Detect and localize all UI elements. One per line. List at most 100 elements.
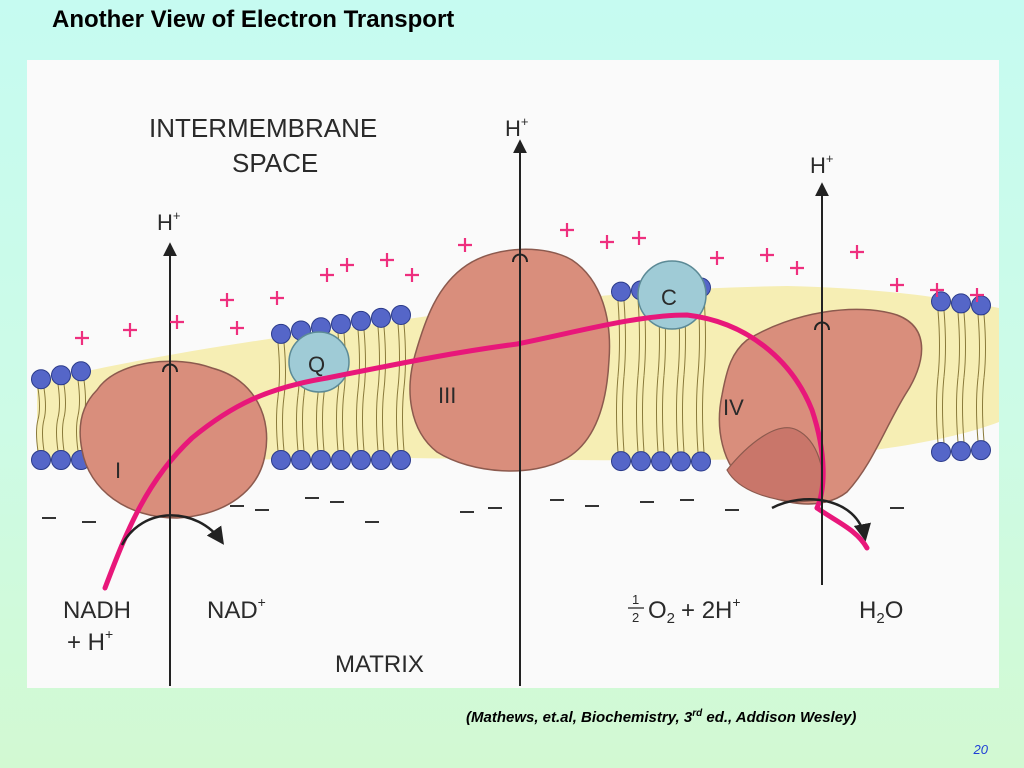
- negative-charges: [42, 497, 904, 523]
- lipid-head: [51, 365, 71, 386]
- lipid-head: [611, 451, 631, 472]
- intermembrane-label-line1: INTERMEMBRANE: [149, 113, 377, 143]
- positive-charge: [230, 321, 244, 335]
- lipid-tail: [962, 377, 965, 443]
- complex-iii-label: III: [438, 383, 456, 408]
- source-citation: (Mathews, et.al, Biochemistry, 3rd ed., …: [466, 708, 857, 726]
- positive-charge: [970, 288, 984, 302]
- lipid-tail: [282, 396, 285, 452]
- lipid-tail: [977, 314, 980, 378]
- lipid-tail: [77, 380, 80, 416]
- lipid-tail: [662, 375, 665, 453]
- lipid-tail: [342, 391, 345, 452]
- lower-lipid-heads: [31, 440, 991, 472]
- lipid-tail: [316, 393, 319, 452]
- lipid-tail: [62, 417, 65, 452]
- lipid-head: [931, 291, 951, 312]
- positive-charge: [600, 235, 614, 249]
- lipid-head: [331, 450, 351, 470]
- proton-label-complex-i: H+: [157, 208, 180, 235]
- positive-charge: [850, 245, 864, 259]
- lipid-head: [351, 450, 371, 470]
- lipid-tail: [37, 388, 40, 420]
- lipid-head: [371, 307, 391, 328]
- lipid-head: [391, 450, 411, 470]
- positive-charge: [710, 251, 724, 265]
- lipid-head: [951, 293, 971, 314]
- complex-iv-label: IV: [723, 395, 744, 420]
- proton-label-complex-iv: H+: [810, 151, 833, 178]
- lipid-tail: [943, 310, 946, 377]
- slide-title: Another View of Electron Transport: [52, 6, 455, 33]
- lipid-head: [271, 450, 291, 470]
- lipid-tail: [656, 375, 659, 453]
- lipid-tail: [277, 342, 280, 398]
- positive-charge: [930, 283, 944, 297]
- lipid-tail: [396, 387, 399, 452]
- electron-path: [102, 312, 826, 591]
- lipid-tail: [957, 312, 960, 378]
- lipid-tail: [956, 377, 959, 443]
- lipid-tail: [63, 384, 66, 418]
- lipid-head: [271, 323, 291, 344]
- lipid-tail: [36, 419, 39, 452]
- lipid-tail: [403, 323, 406, 388]
- positive-charge: [760, 248, 774, 262]
- complex-i-shape: [79, 360, 268, 519]
- lipid-tail: [696, 374, 699, 453]
- lipid-tail: [383, 326, 386, 389]
- carrier-c-label: C: [661, 285, 677, 310]
- lipid-tail: [617, 300, 620, 377]
- lipid-head: [951, 441, 971, 462]
- lipid-head: [31, 450, 51, 470]
- lipid-tail: [983, 314, 986, 378]
- matrix-label: MATRIX: [335, 651, 424, 678]
- lipid-head: [391, 304, 411, 325]
- positive-charge: [75, 331, 89, 345]
- lipid-tail: [362, 390, 365, 452]
- lipid-head: [331, 313, 351, 334]
- lipid-tail: [942, 376, 945, 444]
- lipid-tail: [702, 374, 705, 453]
- lipid-head: [971, 295, 991, 316]
- lipid-head: [691, 451, 711, 472]
- lipid-tail: [397, 323, 400, 388]
- page-number: 20: [973, 742, 988, 757]
- lipid-head: [31, 369, 51, 390]
- positive-charge: [340, 258, 354, 272]
- positive-charge: [405, 268, 419, 282]
- lipid-tail: [43, 388, 46, 420]
- lipid-tail: [622, 376, 625, 453]
- lipid-tail: [963, 312, 966, 378]
- lipid-tail: [382, 388, 385, 452]
- complex-iii-shape: [409, 248, 611, 472]
- oxygen-equation: O2+ 2H+: [648, 594, 741, 627]
- figure-svg: INTERMEMBRANE SPACE MATRIX I III IV Q C …: [31, 113, 999, 686]
- lipid-tail: [296, 395, 299, 452]
- nadh-reaction-arrow: [120, 514, 224, 546]
- nadh-label: NADH: [63, 597, 131, 624]
- positive-charge: [380, 253, 394, 267]
- nad-label: NAD+: [207, 594, 266, 624]
- lipid-tail: [623, 300, 626, 377]
- positive-charge: [560, 223, 574, 237]
- lipid-tail: [283, 342, 286, 398]
- positive-charge: [270, 291, 284, 305]
- oxygen-reaction-arrow: [771, 498, 871, 542]
- lipid-head: [631, 451, 651, 472]
- half-denominator: 2: [632, 610, 639, 625]
- lipid-tail: [363, 329, 366, 391]
- lipid-head: [291, 450, 311, 470]
- channel-cap-iv: [814, 321, 830, 331]
- positive-charge: [123, 323, 137, 337]
- positive-charge: [170, 315, 184, 329]
- lipid-tail: [616, 376, 619, 453]
- lipid-tail: [636, 375, 639, 453]
- lipid-head: [311, 450, 331, 470]
- positive-charge: [320, 268, 334, 282]
- lipid-head: [611, 281, 631, 302]
- carrier-q-label: Q: [308, 352, 325, 377]
- lipid-tail: [356, 390, 359, 452]
- lipid-tail: [56, 417, 59, 452]
- lipid-tail: [676, 374, 679, 453]
